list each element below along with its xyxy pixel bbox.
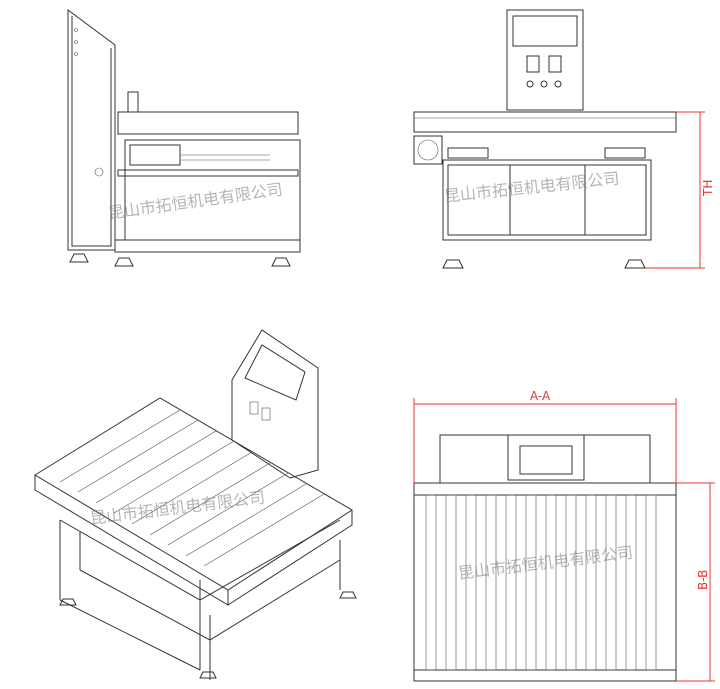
height-label: TH [701,180,715,197]
depth-dimension: B-B [676,482,715,682]
width-label: A-A [530,389,551,403]
isometric-view [34,329,357,680]
height-dimension: TH [645,111,715,269]
front-view [413,9,677,269]
width-dimension: A-A [413,389,677,483]
side-view [67,9,301,267]
depth-label: B-B [696,570,710,590]
top-view [413,434,677,682]
